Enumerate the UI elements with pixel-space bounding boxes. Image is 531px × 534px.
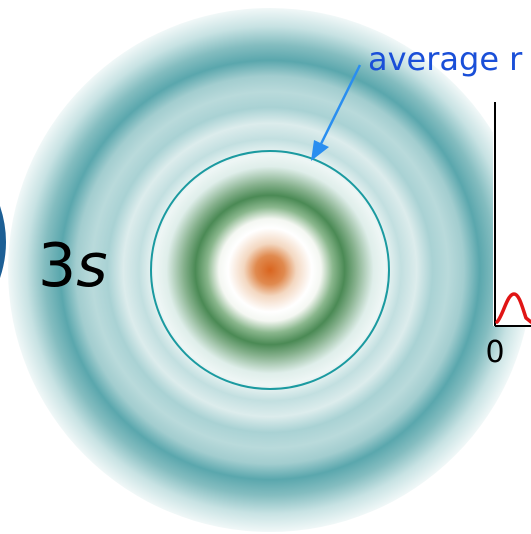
graph-curve <box>495 292 531 324</box>
average-radius-arrow <box>311 64 362 161</box>
graph-background <box>493 92 531 326</box>
orbital-label-number: 3 <box>38 231 76 301</box>
orbital-label: 3s <box>38 231 107 301</box>
average-radius-circle <box>150 150 390 390</box>
graph-x-tick-zero: 0 <box>485 335 504 370</box>
orbital-cloud <box>8 8 531 532</box>
average-radius-label: average r <box>368 40 523 78</box>
adjacent-orbital-edge <box>0 206 6 278</box>
orbital-label-letter: s <box>76 231 107 301</box>
radial-graph: 0 <box>485 92 531 370</box>
